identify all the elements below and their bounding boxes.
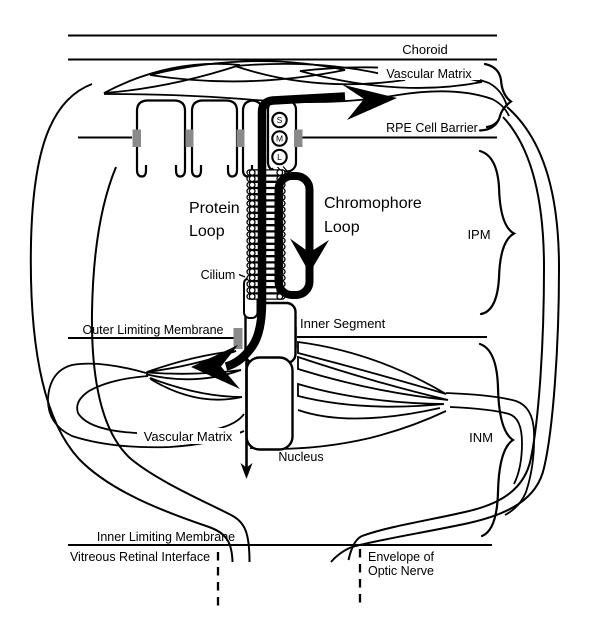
label-backplate [384,120,478,134]
label-inner-limiting-membrane: Inner Limiting Membrane [97,530,235,544]
label-backplate [137,428,240,444]
axon-arrowhead [240,463,253,479]
protein-loop-top-arrowhead [342,84,397,120]
label-nucleus: Nucleus [278,450,323,464]
label-protein-loop-2: Loop [189,223,225,240]
rpe-cells: S M L [135,99,298,178]
label-backplate [197,266,240,281]
label-ipm: IPM [467,227,490,242]
label-protein-loop-1: Protein [189,200,240,217]
tight-junction [185,129,194,147]
label-inm: INM [469,430,493,445]
olm-junction [233,328,243,349]
label-envelope-of-optic-nerve-1: Envelope of [368,550,435,564]
chromophore-loop-path [274,172,329,299]
label-backplate [378,65,480,80]
label-backplate [464,430,498,444]
ipm-brace [478,149,517,316]
label-vascular-matrix-top: Vascular Matrix [386,67,472,81]
label-envelope-of-optic-nerve-2: Optic Nerve [368,564,434,578]
opsin-label-m: M [276,134,283,144]
opsin-label-l: L [277,152,282,162]
label-rpe-cell-barrier: RPE Cell Barrier [386,121,478,135]
nucleus-body [245,356,294,451]
label-vascular-matrix-bottom: Vascular Matrix [144,429,233,444]
label-chromophore-loop-2: Loop [324,219,360,236]
rpe-barrier-pointer-curve [478,119,500,132]
axon-signal-arrow [240,360,253,479]
tight-junction [132,129,141,147]
label-inner-segment: Inner Segment [300,316,386,331]
inm-brace [478,342,516,538]
vascular-matrix-brace [483,62,513,129]
label-cilium: Cilium [201,268,236,282]
opsin-circle-l [271,148,288,166]
opsin-circle-s [271,111,288,129]
protein-loop-bottom-arrowhead [191,345,240,389]
choroid-layer-lines [68,34,497,61]
label-vitreous-retinal-interface: Vitreous Retinal Interface [70,550,210,564]
cilium-pointer-line [238,273,246,278]
opsin-circle-m [271,130,288,147]
tight-junction [236,129,245,147]
chromophore-loop-arrowhead [290,238,329,273]
rpe-cell-sml: S M L [266,99,298,174]
label-choroid: Choroid [402,42,448,57]
protein-loop-path [191,84,397,389]
vessel-bend-curves [445,392,535,516]
label-outer-limiting-membrane: Outer Limiting Membrane [82,323,223,337]
tight-junction [294,129,303,147]
rpe-cell-barrier-line [78,129,497,147]
label-chromophore-loop-1: Chromophore [324,195,422,212]
opsin-label-s: S [277,115,283,125]
